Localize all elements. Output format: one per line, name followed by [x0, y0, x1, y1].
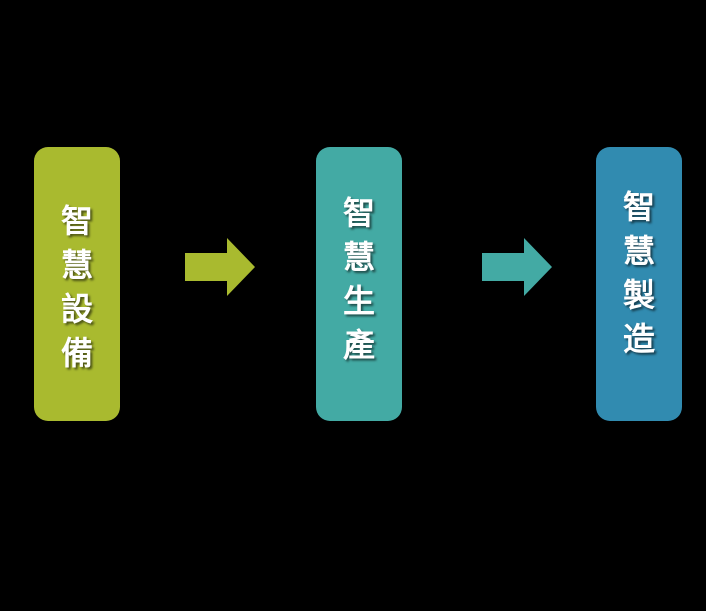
stage-label-char: 產: [342, 326, 375, 364]
stage-label-char: 智: [60, 202, 93, 240]
stage-label-char: 設: [60, 290, 93, 328]
stage-label-char: 智: [342, 194, 375, 232]
stage-box-smart-manufacturing: 智 慧 製 造: [596, 147, 682, 421]
stage-label-char: 備: [60, 334, 93, 372]
stage-label-char: 生: [342, 282, 375, 320]
stage-label-char: 慧: [60, 246, 93, 284]
right-arrow-icon: [482, 238, 552, 296]
right-arrow-icon: [185, 238, 255, 296]
arrow-shape: [482, 238, 552, 296]
stage-label-char: 智: [622, 188, 655, 226]
stage-label-char: 製: [622, 276, 655, 314]
stage-box-smart-equipment: 智 慧 設 備: [34, 147, 120, 421]
stage-label-char: 造: [622, 320, 655, 358]
stage-box-smart-production: 智 慧 生 產: [316, 147, 402, 421]
arrow-shape: [185, 238, 255, 296]
stage-label-char: 慧: [622, 232, 655, 270]
stage-label-char: 慧: [342, 238, 375, 276]
